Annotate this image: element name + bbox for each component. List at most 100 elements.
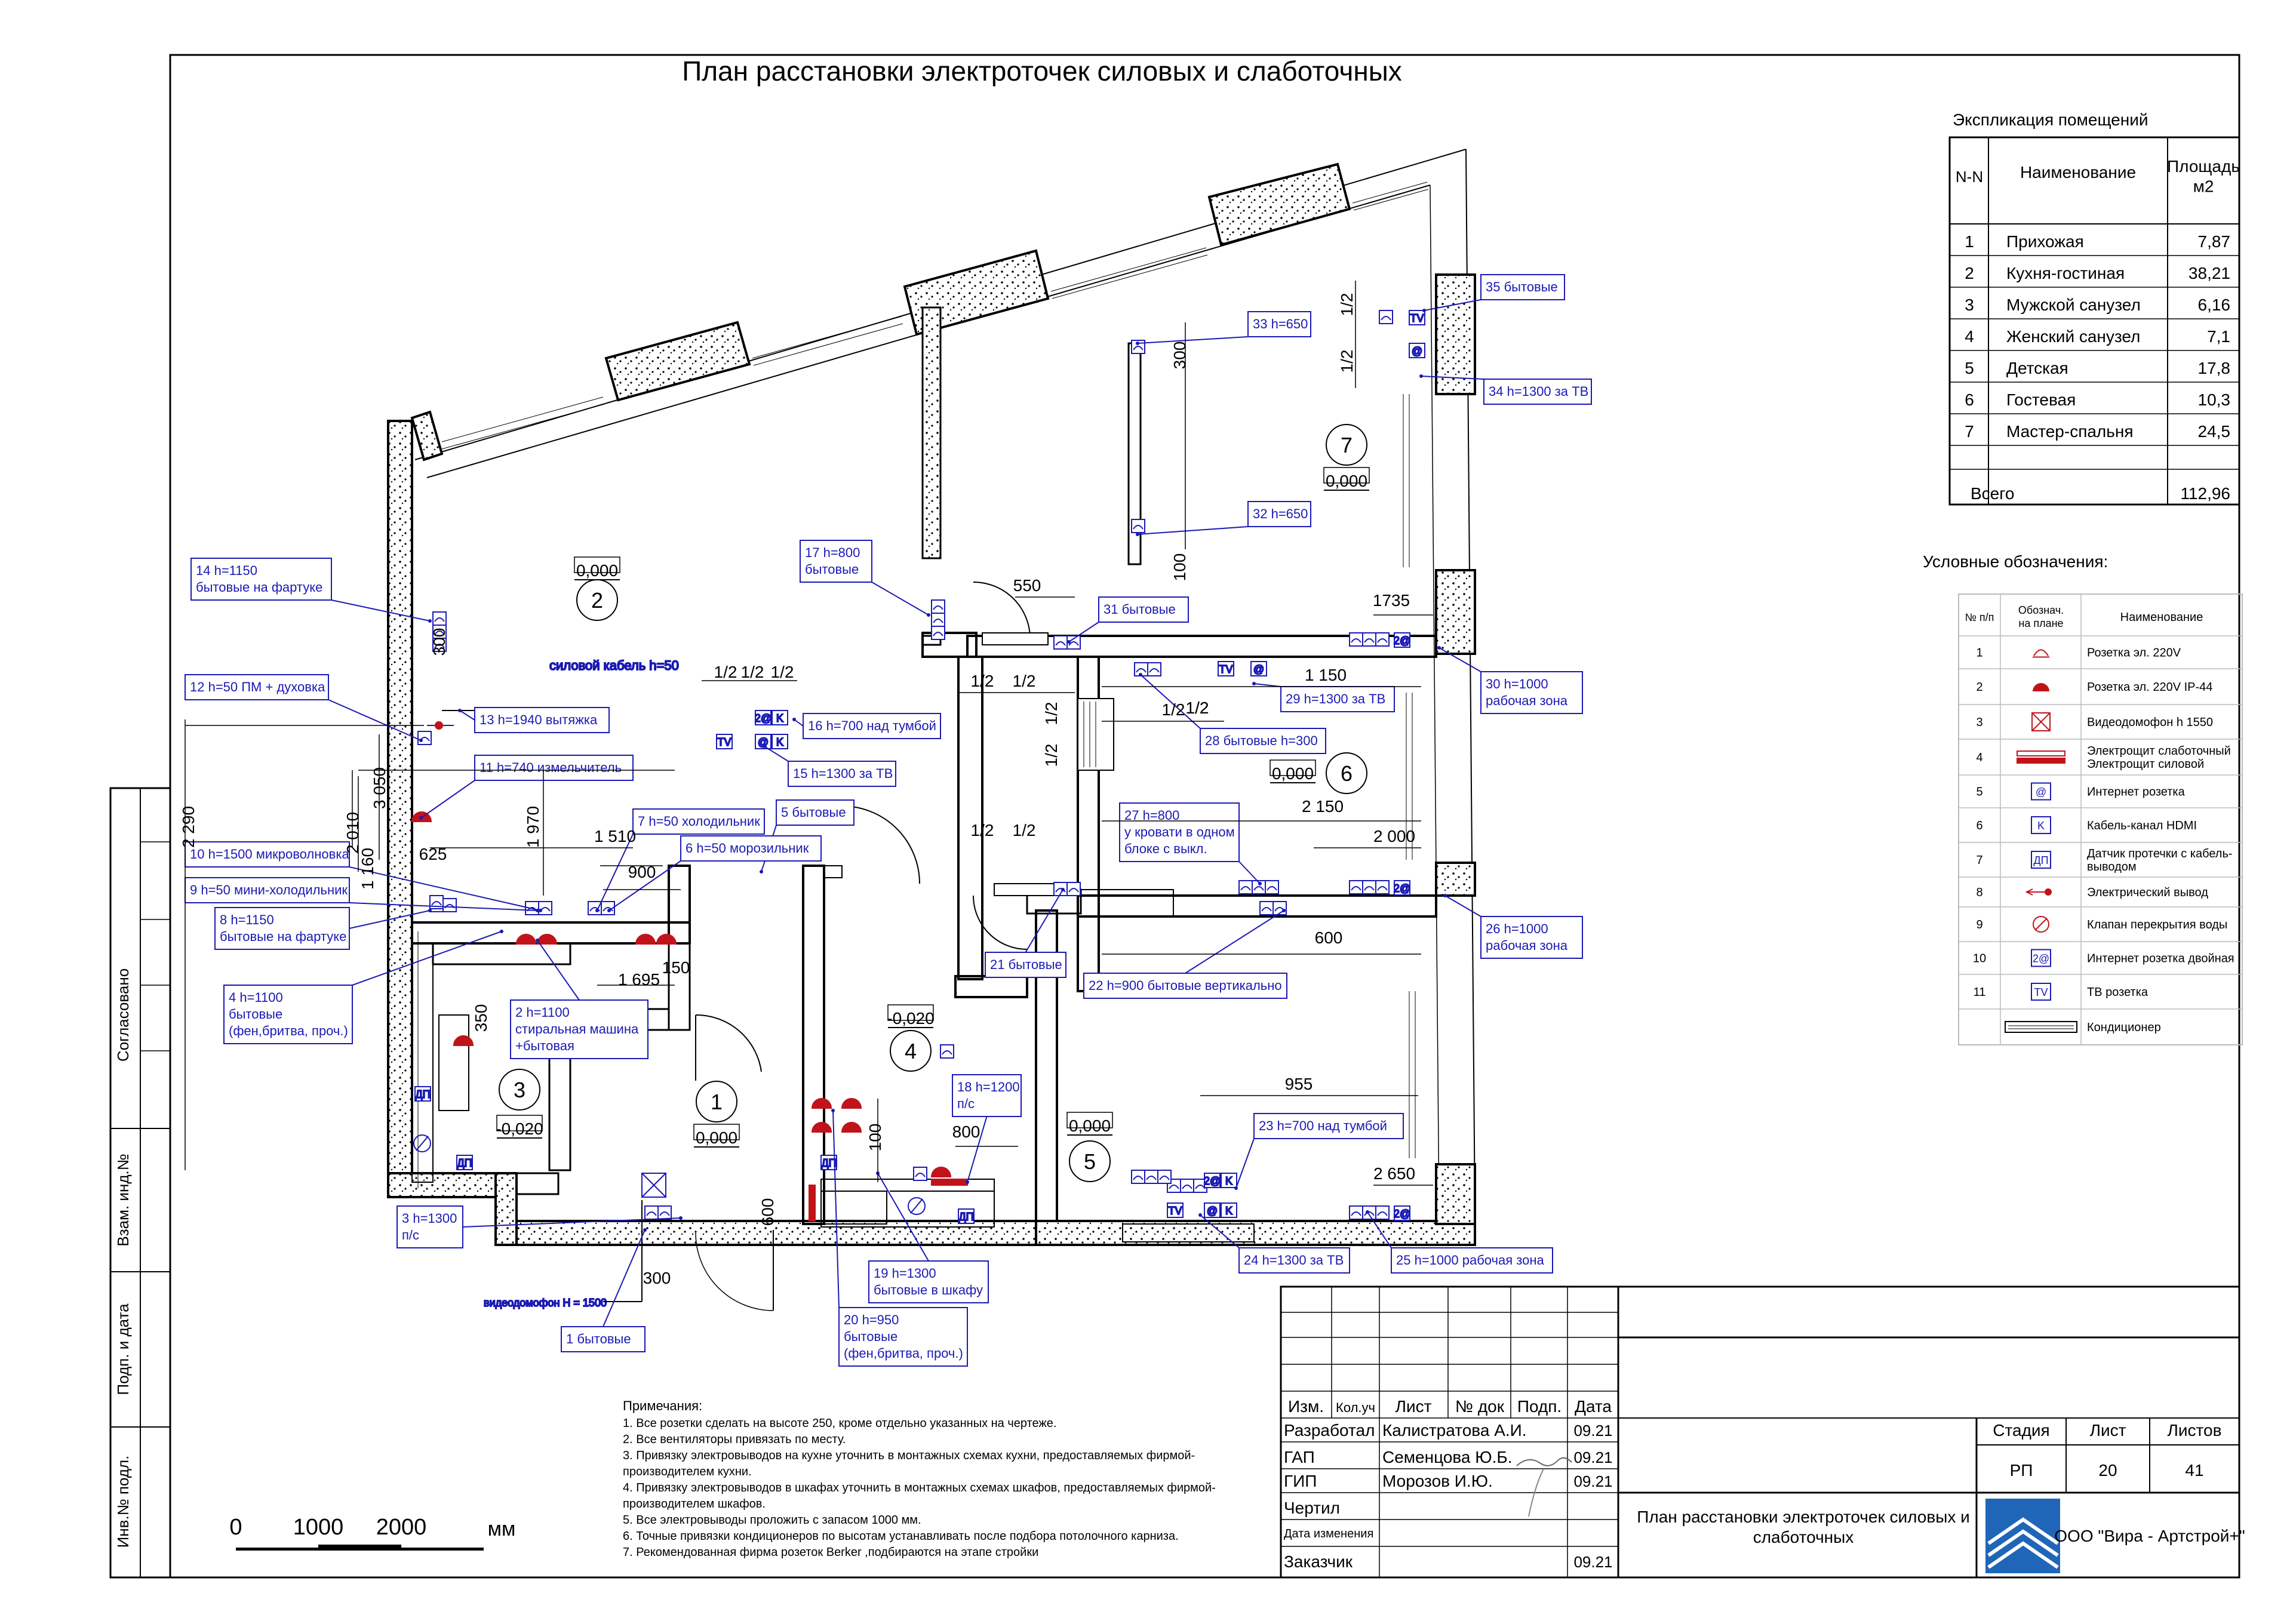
callout-leader (349, 910, 431, 929)
callout-text: 9 h=50 мини-холодильник (190, 882, 348, 897)
symbol-glyph: ДП (415, 1088, 430, 1100)
callout-leader (349, 902, 538, 911)
callout-box (680, 835, 822, 862)
title-block-role: Разработал (1284, 1421, 1375, 1440)
dimension-value: 1/2 (1162, 700, 1185, 719)
notes: Примечания:1. Все розетки сделать на выс… (623, 1398, 1216, 1559)
legend-name: Видеодомофон h 1550 (2087, 716, 2213, 729)
water-valve-icon (2033, 916, 2049, 933)
room-number-circle (499, 1069, 540, 1111)
dimension-value: 1/2 (1042, 744, 1061, 767)
dimension-value: 1/2 (1186, 699, 1209, 717)
title-block-header: № док (1455, 1397, 1505, 1416)
symbol-box (1167, 1202, 1184, 1218)
callout-box (1480, 671, 1583, 714)
callout-text: 6 h=50 морозильник (686, 841, 809, 856)
callout-box (1480, 274, 1565, 300)
dimension-value: 300 (643, 1269, 671, 1287)
table-cell: Детская (2006, 359, 2068, 377)
table-cell: 10,3 (2198, 390, 2231, 409)
room-number-circle (1069, 1140, 1111, 1182)
legend-number: 1 (1976, 647, 1982, 660)
legend-name: Розетка эл. 220V (2087, 647, 2181, 660)
callout-leader (352, 931, 502, 986)
title-block-name: Семенцова Ю.Б. (1382, 1448, 1513, 1466)
dimension-value: 1 970 (524, 806, 542, 848)
table-header: Наименование (2020, 163, 2136, 182)
symbol-box (771, 710, 788, 725)
table-header: N-N (1956, 168, 1983, 186)
table-cell: 1 (1965, 232, 1974, 251)
dimension-value: 1/2 (1013, 821, 1036, 839)
callout-leader (537, 940, 580, 1001)
callout-leader (1185, 910, 1284, 974)
electric-outlet-icon (2025, 888, 2052, 896)
note-line: 7. Рекомендованная фирма розеток Berker … (623, 1546, 1038, 1559)
legend-header: Наименование (2120, 611, 2203, 624)
room-level: 0,000 (1069, 1116, 1111, 1135)
callout-leader (349, 866, 541, 911)
callout-box (632, 808, 765, 835)
table-cell: Мастер-спальня (2006, 422, 2133, 441)
symbol-box (958, 1208, 975, 1224)
legend-number: 11 (1974, 986, 1986, 999)
symbol-box (1394, 632, 1410, 648)
callout-text: 16 h=700 над тумбой (808, 718, 936, 733)
symbol-glyph: 2@ (755, 712, 771, 724)
socket-ip44-icon (656, 934, 677, 945)
symbol-glyph: 2@ (1394, 882, 1410, 894)
callout-leader (462, 1217, 681, 1228)
symbol-glyph: K (776, 712, 783, 724)
title-block-header: Подп. (1517, 1397, 1562, 1416)
symbol-glyph: 2@ (1204, 1175, 1221, 1187)
room-number-circle (696, 1081, 737, 1122)
internet-icon: @ (2031, 782, 2051, 801)
title-block-date: 09.21 (1573, 1553, 1612, 1571)
callout-leader (603, 1229, 646, 1327)
callout-leader (832, 1110, 840, 1308)
dimension-value: 1 150 (1305, 666, 1347, 684)
callout-text: 35 бытовые (1486, 279, 1558, 294)
note-line: 2. Все вентиляторы привязать по месту. (623, 1433, 846, 1446)
room-number: 5 (1084, 1149, 1096, 1174)
title-block-role: Чертил (1284, 1499, 1340, 1517)
symbol-box (1250, 661, 1267, 676)
legend-name: Интернет розетка двойная (2087, 952, 2234, 965)
symbol-box (1409, 343, 1425, 358)
symbol-box (1221, 1202, 1237, 1218)
note-line: 3. Привязку электровыводов на кухне уточ… (623, 1449, 1195, 1462)
symbol-box (1409, 310, 1425, 325)
panel-icon (809, 1185, 816, 1222)
dimension-value: 1/2 (771, 663, 794, 681)
symbol-glyph: TV (1168, 1205, 1182, 1217)
dimension-value: 1/2 (1013, 672, 1036, 690)
callout-text: 10 h=1500 микроволновка (190, 847, 349, 862)
dimension-value: 1/2 (741, 663, 764, 681)
callout-text: 23 h=700 над тумбой (1259, 1118, 1387, 1133)
symbol-glyph: @ (1253, 663, 1264, 675)
dimension-value: 1/2 (1186, 699, 1209, 717)
callout-box (952, 1074, 1022, 1117)
callout-box (185, 841, 350, 868)
callout-box (1098, 596, 1189, 623)
legend-number: 3 (1976, 716, 1982, 729)
dimension-value: 1735 (1373, 591, 1410, 610)
callout-text: 25 h=1000 рабочая зона (1396, 1253, 1544, 1268)
room-level: 0,000 (696, 1128, 737, 1147)
legend-header: № п/п (1965, 611, 1994, 623)
legend-number: 2 (1976, 681, 1982, 694)
callout-text: 31 бытовые (1104, 602, 1176, 617)
signature (1516, 1457, 1572, 1466)
sheets-value: 41 (2185, 1461, 2203, 1480)
company-name: ООО "Вира - Артстрой+" (2054, 1527, 2245, 1545)
scale-unit: мм (488, 1518, 516, 1540)
explication-title: Экспликация помещений (1953, 110, 2148, 129)
